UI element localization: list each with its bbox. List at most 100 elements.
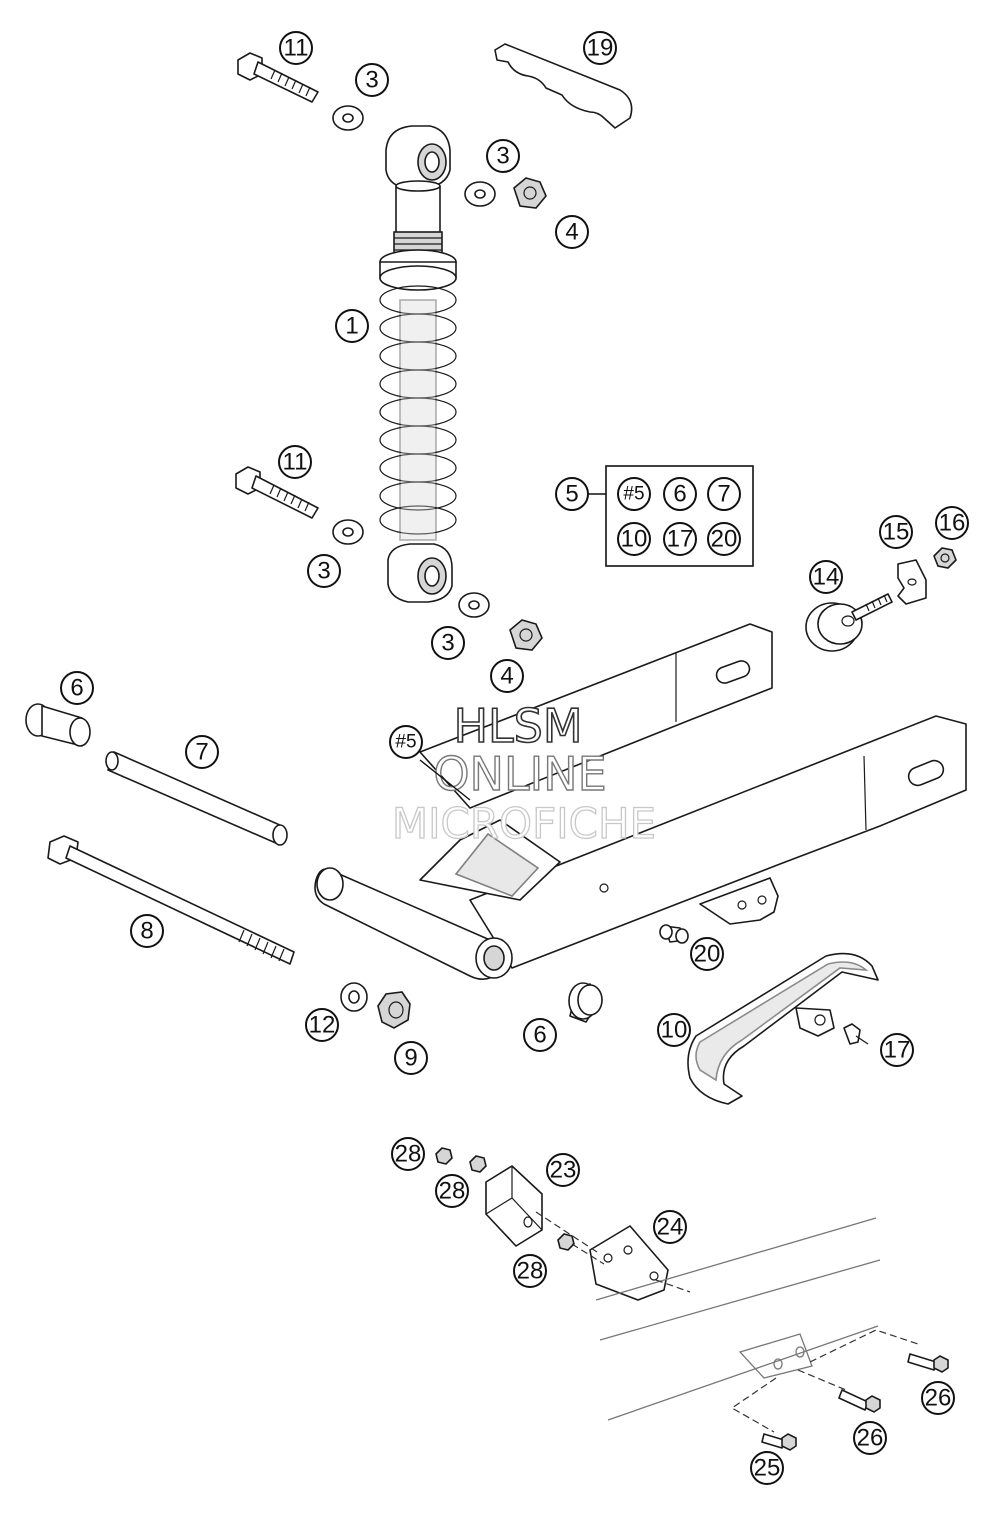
callout-washer-upper-left: 3	[355, 63, 389, 97]
callout-label: 11	[284, 35, 309, 62]
nut-c	[557, 1233, 575, 1251]
callout-circle	[523, 1018, 557, 1052]
callout-label: #5	[395, 732, 416, 753]
callout-circle	[880, 1033, 914, 1067]
callout-nut-upper: 4	[555, 215, 589, 249]
callout-label: 3	[365, 67, 378, 94]
nut-b	[469, 1155, 487, 1173]
callout-circle	[307, 554, 341, 588]
callout-circle	[935, 506, 969, 540]
chain-guide	[687, 952, 879, 1105]
washer-upper-left	[332, 105, 364, 131]
callout-label: 12	[309, 1012, 336, 1039]
callout-label: 28	[439, 1178, 466, 1205]
kit-item-label: #5	[623, 484, 644, 505]
callout-circle	[60, 671, 94, 705]
callout-block: 23	[546, 1153, 580, 1187]
kit-item-label: 7	[717, 481, 730, 508]
callout-roller: 14	[809, 560, 843, 594]
callout-circle	[355, 63, 389, 97]
callout-bushing-left: 6	[60, 671, 94, 705]
callout-circle	[335, 309, 369, 343]
nut-a	[435, 1147, 453, 1165]
kit-item-label: 6	[673, 481, 686, 508]
callout-nut-small: 16	[935, 506, 969, 540]
callout-washer-lower-right: 3	[431, 626, 465, 660]
bolt-frame-b	[838, 1389, 881, 1413]
callout-label: 1	[345, 313, 358, 340]
callout-label: 15	[883, 519, 910, 546]
callout-sleeve: 7	[185, 735, 219, 769]
callout-circle	[305, 1008, 339, 1042]
callout-label: 4	[500, 663, 513, 690]
sleeve	[105, 751, 288, 846]
callout-nut-c: 28	[513, 1254, 547, 1288]
callout-screw-chain-guide: 17	[880, 1033, 914, 1067]
callout-circle	[921, 1381, 955, 1415]
callout-label: 19	[587, 35, 614, 62]
block	[485, 1165, 543, 1247]
callout-swingarm: #5	[389, 725, 471, 801]
callout-bolt-frame-b: 26	[853, 1421, 887, 1455]
callout-label: 25	[754, 1455, 781, 1482]
callout-label: 3	[496, 143, 509, 170]
callout-label: 28	[517, 1258, 544, 1285]
screw-chain-guide	[843, 1023, 869, 1045]
callout-label: 28	[395, 1141, 422, 1168]
callout-bracket: 15	[879, 515, 913, 549]
callout-nut-a: 28	[391, 1137, 425, 1171]
callout-plate: 24	[653, 1210, 687, 1244]
callout-label: 6	[70, 675, 83, 702]
callout-nut-b: 28	[435, 1174, 469, 1208]
callout-label: 14	[813, 564, 840, 591]
callout-label: 6	[533, 1022, 546, 1049]
leader-line	[419, 759, 471, 801]
bolt-frame-c	[761, 1433, 797, 1451]
kit-item: 7	[707, 477, 741, 511]
plate	[589, 1225, 669, 1301]
frame-section	[535, 1211, 919, 1433]
callout-circle	[690, 937, 724, 971]
callout-washer-axle: 12	[305, 1008, 339, 1042]
swingarm	[314, 623, 967, 980]
kit-box: #5 6 7 10 17 20	[588, 465, 754, 567]
callout-circle	[657, 1013, 691, 1047]
callout-label: 16	[939, 510, 966, 537]
callout-nut-lower: 4	[490, 659, 524, 693]
bushing-left	[25, 703, 91, 747]
shock-absorber	[379, 125, 457, 603]
callout-bolt-upper: 11	[279, 31, 313, 65]
callout-circle	[431, 626, 465, 660]
callout-label: 3	[317, 558, 330, 585]
callout-chain-guide: 10	[657, 1013, 691, 1047]
callout-label: 20	[694, 941, 721, 968]
callout-bushing-small: 20	[690, 937, 724, 971]
watermark-line-3: MICROFICHE	[392, 799, 656, 848]
callout-spring-wrench: 19	[583, 31, 617, 65]
callout-circle	[853, 1421, 887, 1455]
bushing-right	[568, 982, 603, 1023]
callout-circle	[391, 1137, 425, 1171]
bolt-upper	[237, 52, 319, 103]
callout-circle	[583, 31, 617, 65]
roller	[805, 593, 893, 652]
nut-axle	[377, 991, 411, 1029]
callout-label: 9	[404, 1045, 417, 1072]
callout-label: 4	[565, 219, 578, 246]
nut-lower	[509, 619, 543, 651]
callout-circle	[555, 477, 589, 511]
callout-bushing-right: 6	[523, 1018, 557, 1052]
callout-label: 10	[661, 1017, 688, 1044]
washer-lower-left	[332, 519, 364, 545]
washer-axle	[340, 982, 368, 1012]
kit-item: 6	[663, 477, 697, 511]
callout-label: 17	[884, 1037, 911, 1064]
callout-circle	[546, 1153, 580, 1187]
callout-bolt-frame-a: 26	[921, 1381, 955, 1415]
callout-label: 23	[550, 1157, 577, 1184]
callout-swingarm-kit: 5	[555, 477, 589, 511]
callout-nut-axle: 9	[394, 1041, 428, 1075]
callout-circle	[513, 1254, 547, 1288]
bracket	[897, 559, 927, 605]
